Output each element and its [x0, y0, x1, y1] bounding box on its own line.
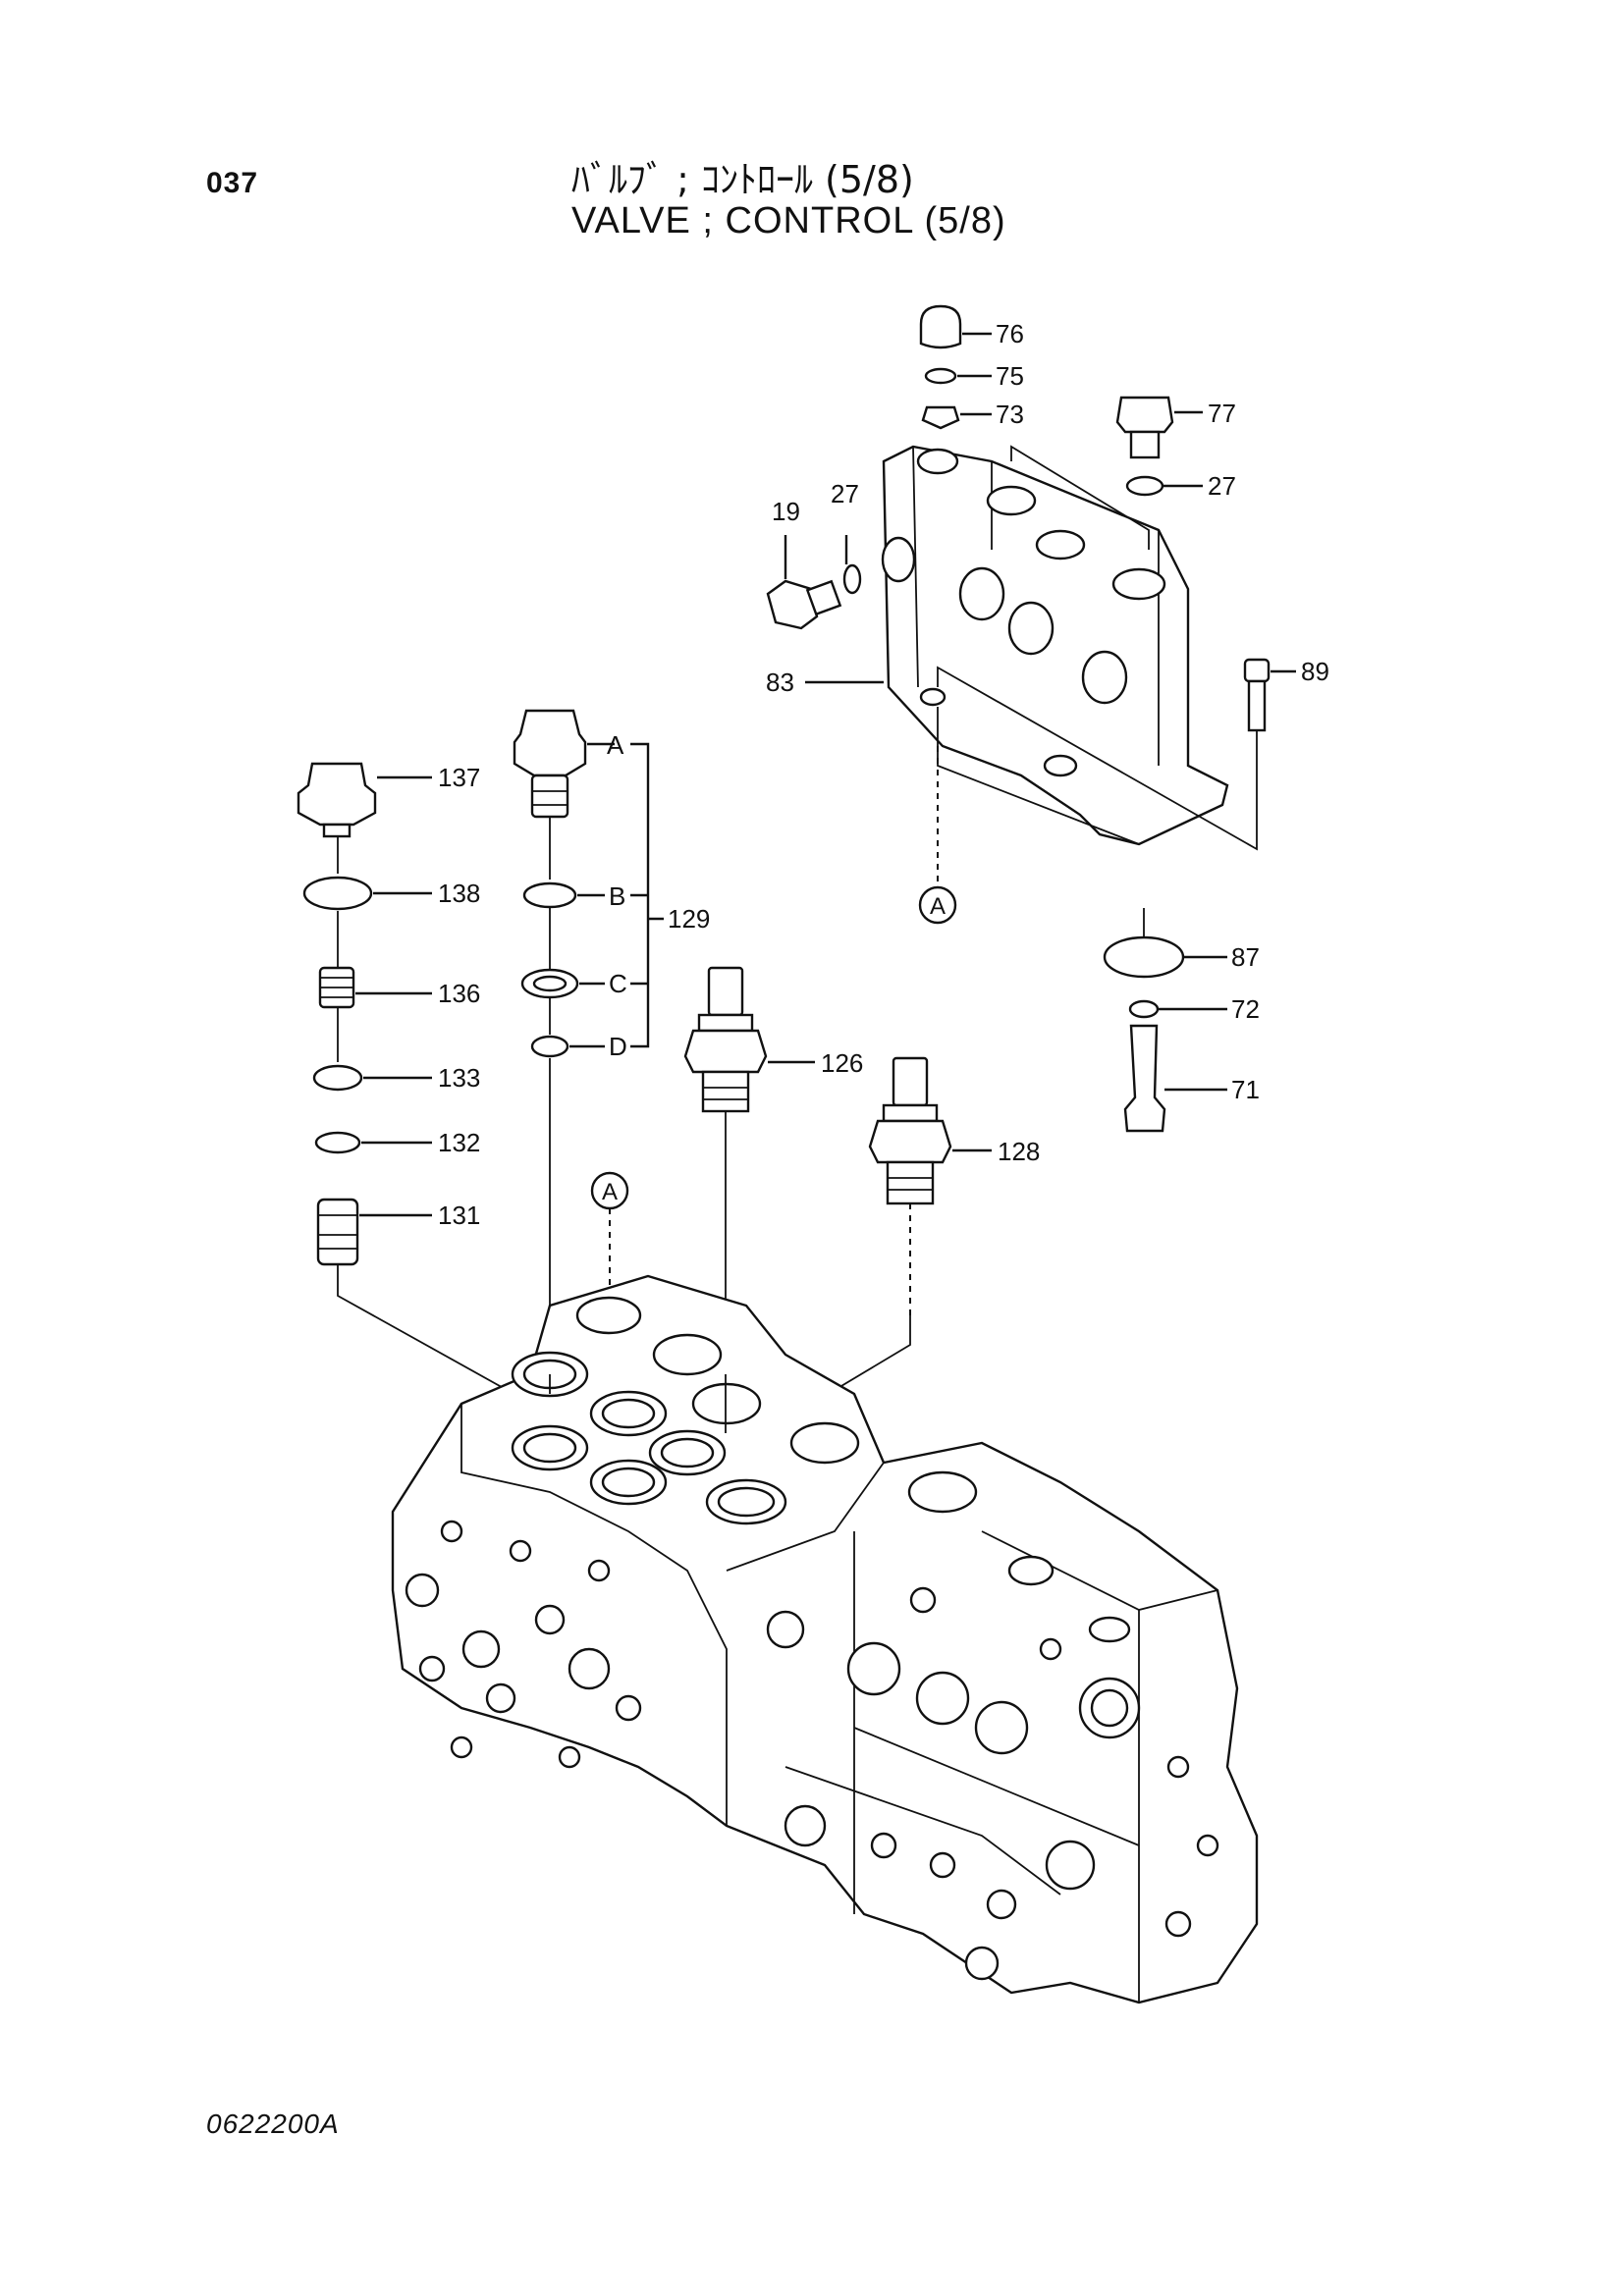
callout-77: 77	[1208, 399, 1236, 428]
o-ring-138: 138	[302, 876, 480, 911]
o-ring-72: 72	[1128, 994, 1260, 1024]
callout-71: 71	[1231, 1075, 1260, 1104]
reference-a-upper: A	[918, 885, 957, 925]
callout-128: 128	[998, 1137, 1040, 1166]
callout-19: 19	[772, 497, 800, 526]
sleeve-131: 131	[316, 1198, 480, 1266]
callout-131: 131	[438, 1201, 480, 1230]
o-ring-27-right: 27	[1125, 471, 1236, 501]
plug-19: 19	[766, 497, 842, 630]
callout-27-right: 27	[1208, 471, 1236, 501]
page-number: 037	[206, 167, 259, 199]
callout-72: 72	[1231, 994, 1260, 1024]
snap-ring-75: 75	[924, 361, 1024, 391]
bolt-89: 89	[1243, 657, 1329, 732]
relief-valve-126: 126	[683, 966, 863, 1113]
o-ring-87: 87	[1103, 908, 1260, 979]
o-ring-27-left: 27	[831, 479, 862, 595]
svg-text:A: A	[607, 730, 624, 760]
nut-73: 73	[921, 400, 1024, 430]
spring-136: 136	[318, 966, 480, 1009]
callout-138: 138	[438, 879, 480, 908]
drawing-code: 0622200A	[206, 2109, 340, 2139]
svg-text:A: A	[602, 1179, 618, 1205]
relief-valve-128: 128	[868, 1056, 1040, 1205]
reference-a-lower: A	[590, 1171, 629, 1210]
callout-73: 73	[996, 400, 1024, 429]
title-japanese: ﾊﾞﾙﾌﾞ ; ｺﾝﾄﾛｰﾙ (5/8)	[571, 158, 914, 201]
callout-76: 76	[996, 319, 1024, 348]
cap-76: 76	[919, 304, 1024, 349]
callout-129: 129	[668, 904, 710, 934]
o-ring-129-b: B	[522, 881, 625, 911]
o-ring-132: 132	[314, 1128, 480, 1157]
callout-75: 75	[996, 361, 1024, 391]
plug-137: 137	[297, 762, 480, 838]
svg-text:B: B	[609, 881, 625, 911]
ring-133: 133	[312, 1063, 480, 1093]
relief-valve-assembly-129: A	[513, 709, 624, 819]
callout-132: 132	[438, 1128, 480, 1157]
callout-27-left: 27	[831, 479, 859, 508]
backup-ring-129-c: C	[520, 968, 627, 999]
callout-137: 137	[438, 763, 480, 792]
plug-77: 77	[1115, 396, 1236, 459]
title-english: VALVE ; CONTROL (5/8)	[571, 200, 1006, 241]
callout-83: 83	[766, 667, 794, 697]
cover-block-83	[881, 445, 1229, 846]
callout-126: 126	[821, 1048, 863, 1078]
callout-87: 87	[1231, 942, 1260, 972]
callout-89: 89	[1301, 657, 1329, 686]
svg-text:A: A	[930, 893, 946, 920]
o-ring-129-d: D	[530, 1032, 627, 1061]
callout-133: 133	[438, 1063, 480, 1093]
svg-text:D: D	[609, 1032, 627, 1061]
callout-136: 136	[438, 979, 480, 1008]
svg-text:C: C	[609, 969, 627, 998]
control-valve-body	[391, 1274, 1259, 2004]
stud-71: 71	[1123, 1024, 1260, 1133]
